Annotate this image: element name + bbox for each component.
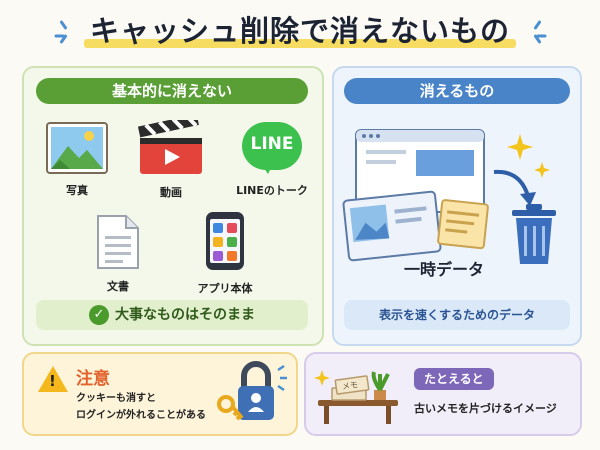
temporary-data-label: 一時データ [404,260,485,279]
not-erased-panel: 基本的に消えない 写真 動画 LINE LINEのトーク [22,66,324,346]
warning-title: 注意 [76,369,110,389]
photo-item: 写真 [44,122,110,198]
example-badge: たとえると [414,368,494,390]
erased-panel: 消えるもの [332,66,582,346]
video-clapper-icon [137,114,202,174]
memo-text: メモ [342,380,359,391]
example-text: 古いメモを片づけるイメージ [414,402,557,415]
text-card-icon [437,199,489,250]
erased-header: 消えるもの [344,78,570,104]
padlock-key-icon [217,361,287,421]
video-item: 動画 [136,114,206,200]
warning-panel: ! 注意 クッキーも消すと ログインが外れることがある [22,352,298,436]
app-label: アプリ本体 [197,282,253,295]
smartphone-apps-icon [206,212,244,270]
app-item: アプリ本体 [182,210,268,296]
keep-important-text: 大事なものはそのまま [115,307,255,323]
line-talk-label: LINEのトーク [236,184,308,197]
warning-line-1: クッキーも消すと [76,393,156,404]
warning-triangle-icon [38,366,68,392]
document-icon [97,215,139,269]
image-card-icon [342,190,442,262]
photo-label: 写真 [66,184,88,197]
speed-data-banner: 表示を速くするためのデータ [344,300,570,330]
line-item: LINE LINEのトーク [230,122,314,198]
title-area: キャッシュ削除で消えないもの [0,6,600,52]
exclamation-icon: ! [49,372,56,390]
browser-window-icon [355,129,485,213]
line-logo-text: LINE [250,134,294,154]
document-item: 文書 [88,214,148,294]
example-panel: メモ たとえると 古いメモを片づけるイメージ [304,352,582,436]
page-title: キャッシュ削除で消えないもの [80,8,520,50]
sparkle-left-icon [54,20,82,44]
keep-important-banner: ✓ 大事なものはそのまま [36,300,308,330]
checkmark-icon: ✓ [89,305,109,325]
video-label: 動画 [160,186,182,199]
warning-text: クッキーも消すと ログインが外れることがある [76,390,206,424]
line-app-icon: LINE [242,122,302,178]
photo-icon [46,122,108,174]
sparkle-icon [507,134,533,160]
arrow-icon [493,169,530,197]
sparkle-right-icon [520,20,547,44]
temporary-data-illustration [342,129,556,264]
document-label: 文書 [107,280,129,293]
memo-table-icon: メモ [314,370,398,424]
not-erased-header: 基本的に消えない [36,78,308,104]
trash-can-icon [512,204,556,264]
warning-line-2: ログインが外れることがある [76,410,206,421]
